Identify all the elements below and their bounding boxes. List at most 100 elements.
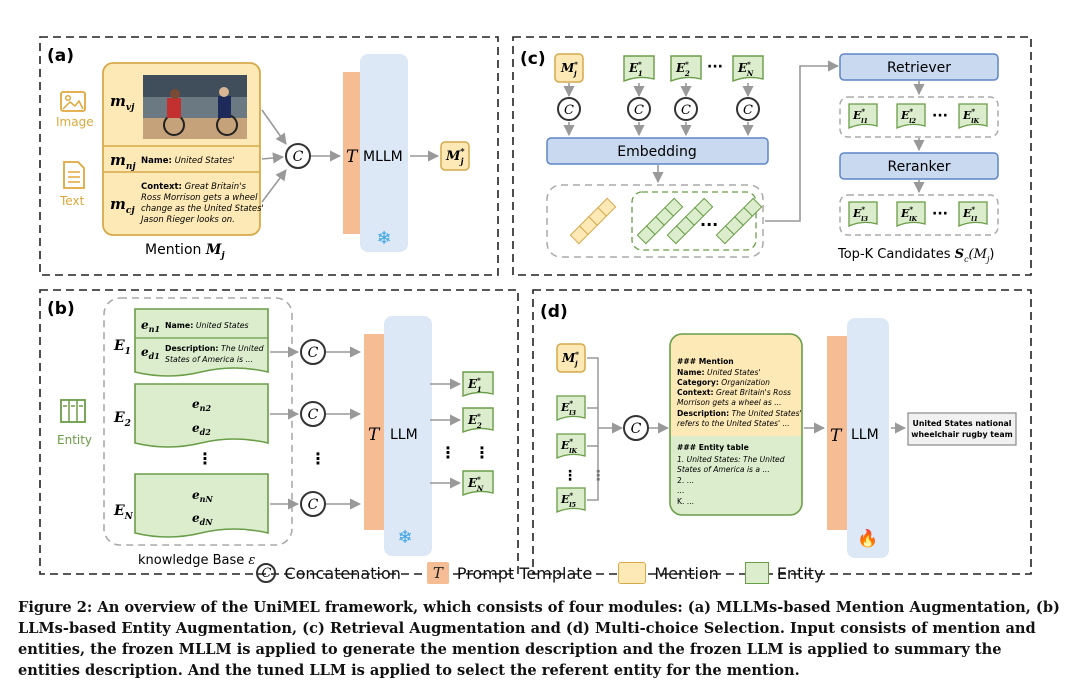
entity-aug-output-n xyxy=(462,470,494,497)
m-v-symbol: mvj xyxy=(110,92,135,113)
panel-a-label: (a) xyxy=(47,46,74,66)
unimel-diagram: (a) Image Text mvj xyxy=(39,36,1032,575)
retrieved-1: E*l2 xyxy=(900,107,917,125)
legend-concat: C Concatenation xyxy=(256,563,401,583)
mention-context-line-1: Ross Morrison gets a wheel xyxy=(141,193,258,203)
concat-icon: C xyxy=(300,491,326,517)
prompt-mention-section xyxy=(670,334,802,436)
entity-swatch xyxy=(744,562,769,584)
text-icon xyxy=(63,161,85,189)
legend-mention-label: Mention xyxy=(654,563,719,583)
text-icon-label: Text xyxy=(59,194,85,208)
entity-1-symbol: E1 xyxy=(113,338,131,357)
embedding-space xyxy=(546,184,764,258)
selection-entity-input-n xyxy=(556,487,586,513)
output-dots-a: ⋮ xyxy=(440,443,456,462)
svg-text:C: C xyxy=(308,345,319,361)
topk-caption: Top-K Candidates Sc(Mj) xyxy=(837,247,995,264)
retrieval-entity-input-n xyxy=(732,55,764,83)
legend: C Concatenation T Prompt Template Mentio… xyxy=(0,556,1080,590)
c-input-2: E*2 xyxy=(675,60,690,78)
mention-name-line: Name: United States' xyxy=(141,156,234,166)
selection-entity-input-1 xyxy=(556,395,586,421)
concat-icon: C xyxy=(557,97,581,121)
template-symbol: T xyxy=(368,425,381,445)
template-symbol: T xyxy=(346,147,359,167)
entity-dots: ⋮ xyxy=(197,449,213,468)
svg-text:C: C xyxy=(681,103,691,118)
entity-1-card xyxy=(134,308,269,377)
legend-entity: Entity xyxy=(744,562,824,584)
prompt-mention-header: ### Mention xyxy=(677,357,734,366)
entity-n-card xyxy=(134,473,269,538)
edN-symbol: edN xyxy=(192,511,213,527)
retrieval-mention-input xyxy=(554,53,584,83)
reranked-candidate-1 xyxy=(848,201,878,227)
prompt-entity-line-0: 1. United States: The United xyxy=(677,455,785,464)
legend-mention: Mention xyxy=(618,562,719,584)
legend-entity-label: Entity xyxy=(776,563,824,583)
retrieval-entity-input-2 xyxy=(670,55,702,83)
prompt-entity-header: ### Entity table xyxy=(677,443,749,452)
d-input-3: E*l5 xyxy=(560,491,577,509)
retriever-label: Retriever xyxy=(887,60,951,76)
m-c-symbol: mcj xyxy=(110,195,135,216)
llm-label: LLM xyxy=(390,427,418,443)
concat-icon: C xyxy=(256,563,277,583)
svg-text:C: C xyxy=(308,407,319,423)
c-input-3: E*N xyxy=(737,60,754,78)
image-icon-label: Image xyxy=(56,115,94,129)
reranked-1: E*lK xyxy=(900,205,918,223)
m-n-symbol: mnj xyxy=(110,151,136,172)
d-input-1: E*l3 xyxy=(560,399,577,417)
retrieved-candidate-1 xyxy=(848,103,878,129)
entity-icon-label: Entity xyxy=(57,433,92,447)
embedding-label: Embedding xyxy=(617,144,696,160)
prompt-mention-name: Name: United States' xyxy=(677,368,761,377)
mllm-label: MLLM xyxy=(363,149,403,165)
legend-template-label: Prompt Template xyxy=(456,563,593,583)
outN-symbol: E*N xyxy=(467,475,484,493)
mllm-block xyxy=(360,54,408,252)
c-input-0: M*j xyxy=(560,60,578,78)
prompt-template-bar xyxy=(827,336,847,530)
template-icon: T xyxy=(426,562,449,584)
svg-text:C: C xyxy=(293,149,304,165)
image-icon xyxy=(60,91,86,112)
reranked-candidate-2 xyxy=(896,201,926,227)
prompt-card xyxy=(669,333,803,516)
panel-d: (d) M*j E*l3 E*lK ⋮ ⋮ E*l5 C ### Mention… xyxy=(532,289,1032,575)
selected-entity-output xyxy=(907,412,1017,446)
d-input-2: E*lK xyxy=(560,437,578,455)
retriever-module xyxy=(839,53,999,81)
selected-entity-line-1: wheelchair rugby team xyxy=(911,430,1012,439)
mention-swatch xyxy=(618,562,647,584)
knowledge-base-outline xyxy=(103,297,293,546)
svg-text:C: C xyxy=(631,421,642,437)
entity-embedding-group xyxy=(631,191,757,251)
prompt-template-bar xyxy=(364,334,384,530)
entity-embedding-2 xyxy=(666,197,714,245)
retrieved-2: E*lK xyxy=(962,107,980,125)
ed1-symbol: ed1 xyxy=(141,345,160,361)
reranked-ellipsis: ··· xyxy=(932,206,948,222)
prompt-mention-desc-0: Description: The United States' xyxy=(677,409,802,418)
embedding-module xyxy=(546,137,769,165)
entity-n-symbol: EN xyxy=(113,503,134,522)
concat-icon: C xyxy=(300,401,326,427)
prompt-entity-section xyxy=(670,436,802,515)
concat-icon: C xyxy=(627,97,651,121)
prompt-mention-desc-1: refers to the United States' ... xyxy=(677,419,790,428)
mention-embedding xyxy=(569,197,617,245)
mention-photo xyxy=(143,75,247,139)
prompt-entity-line-2: 2. ... xyxy=(677,476,694,485)
reranker-module xyxy=(839,152,999,180)
ed2-symbol: ed2 xyxy=(192,421,211,437)
reranked-candidates xyxy=(839,194,999,236)
concat-icon: C xyxy=(674,97,698,121)
retrieved-candidate-k xyxy=(958,103,988,129)
prompt-mention-context-0: Context: Great Britain's Ross xyxy=(677,388,791,397)
selection-mention-input xyxy=(556,343,586,373)
llm-frozen-block xyxy=(384,316,432,556)
snowflake-icon: ❄ xyxy=(376,228,391,249)
